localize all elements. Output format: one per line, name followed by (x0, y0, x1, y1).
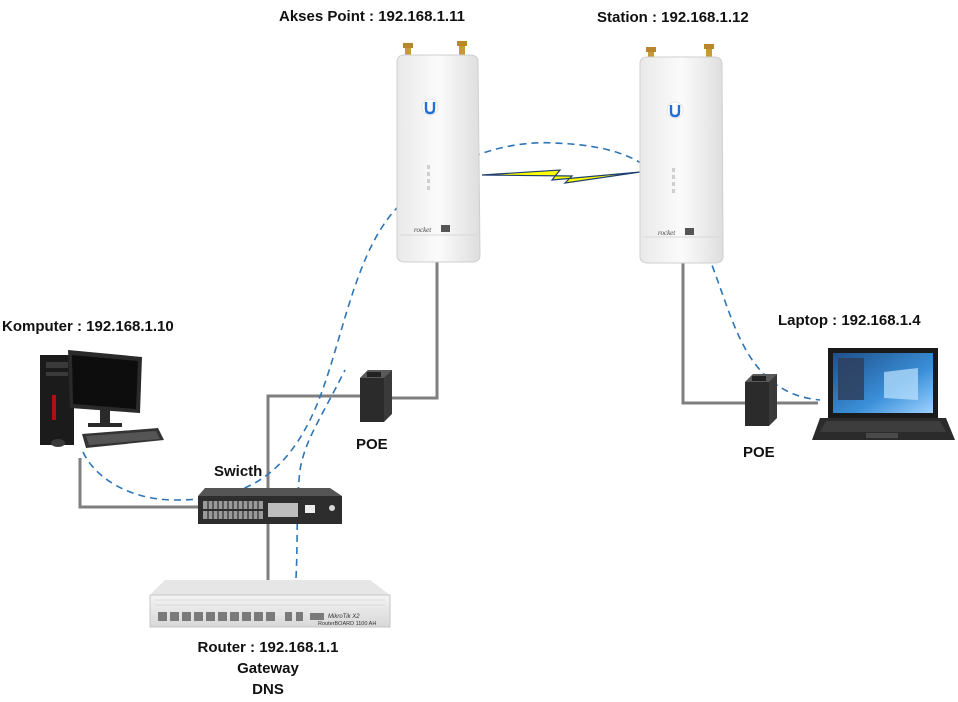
cable-station-to-poe (681, 262, 748, 405)
poe-left-label: POE (356, 436, 388, 453)
switch-label: Swicth (214, 463, 263, 480)
wireless-link-icon (481, 169, 641, 184)
laptop-icon (812, 348, 955, 440)
poe-injector-icon (745, 374, 777, 426)
poe-injector-icon (360, 370, 392, 422)
router-model-text: RouterBOARD 1100 AH (318, 621, 376, 627)
router-dns-label: DNS (252, 681, 284, 698)
network-switch-icon (198, 488, 342, 524)
router-ip-label: Router : 192.168.1.1 (197, 639, 339, 656)
access-point-label: Akses Point : 192.168.1.11 (279, 8, 465, 25)
station-brand-text: rocket (658, 229, 676, 237)
data-path-router (295, 369, 346, 579)
cable-computer-to-switch (78, 458, 200, 509)
cable-ap-to-poe (388, 262, 439, 400)
computer-icon (40, 350, 164, 448)
station-label: Station : 192.168.1.12 (597, 9, 749, 26)
router-brand-text: MikroTik X2 (328, 614, 360, 620)
computer-label: Komputer : 192.168.1.10 (2, 318, 174, 335)
poe-right-label: POE (743, 444, 775, 461)
router-label: Router : 192.168.1.1 Gateway DNS (168, 637, 368, 700)
router-gateway-label: Gateway (237, 660, 299, 677)
router-icon: MikroTik X2 RouterBOARD 1100 AH (149, 580, 391, 628)
laptop-label: Laptop : 192.168.1.4 (778, 312, 921, 329)
cables (78, 262, 818, 582)
access-point-antenna-icon: rocket (396, 41, 481, 263)
station-antenna-icon: rocket (639, 44, 724, 264)
cable-poe-to-switch (266, 394, 363, 490)
ap-brand-text: rocket (414, 226, 432, 234)
